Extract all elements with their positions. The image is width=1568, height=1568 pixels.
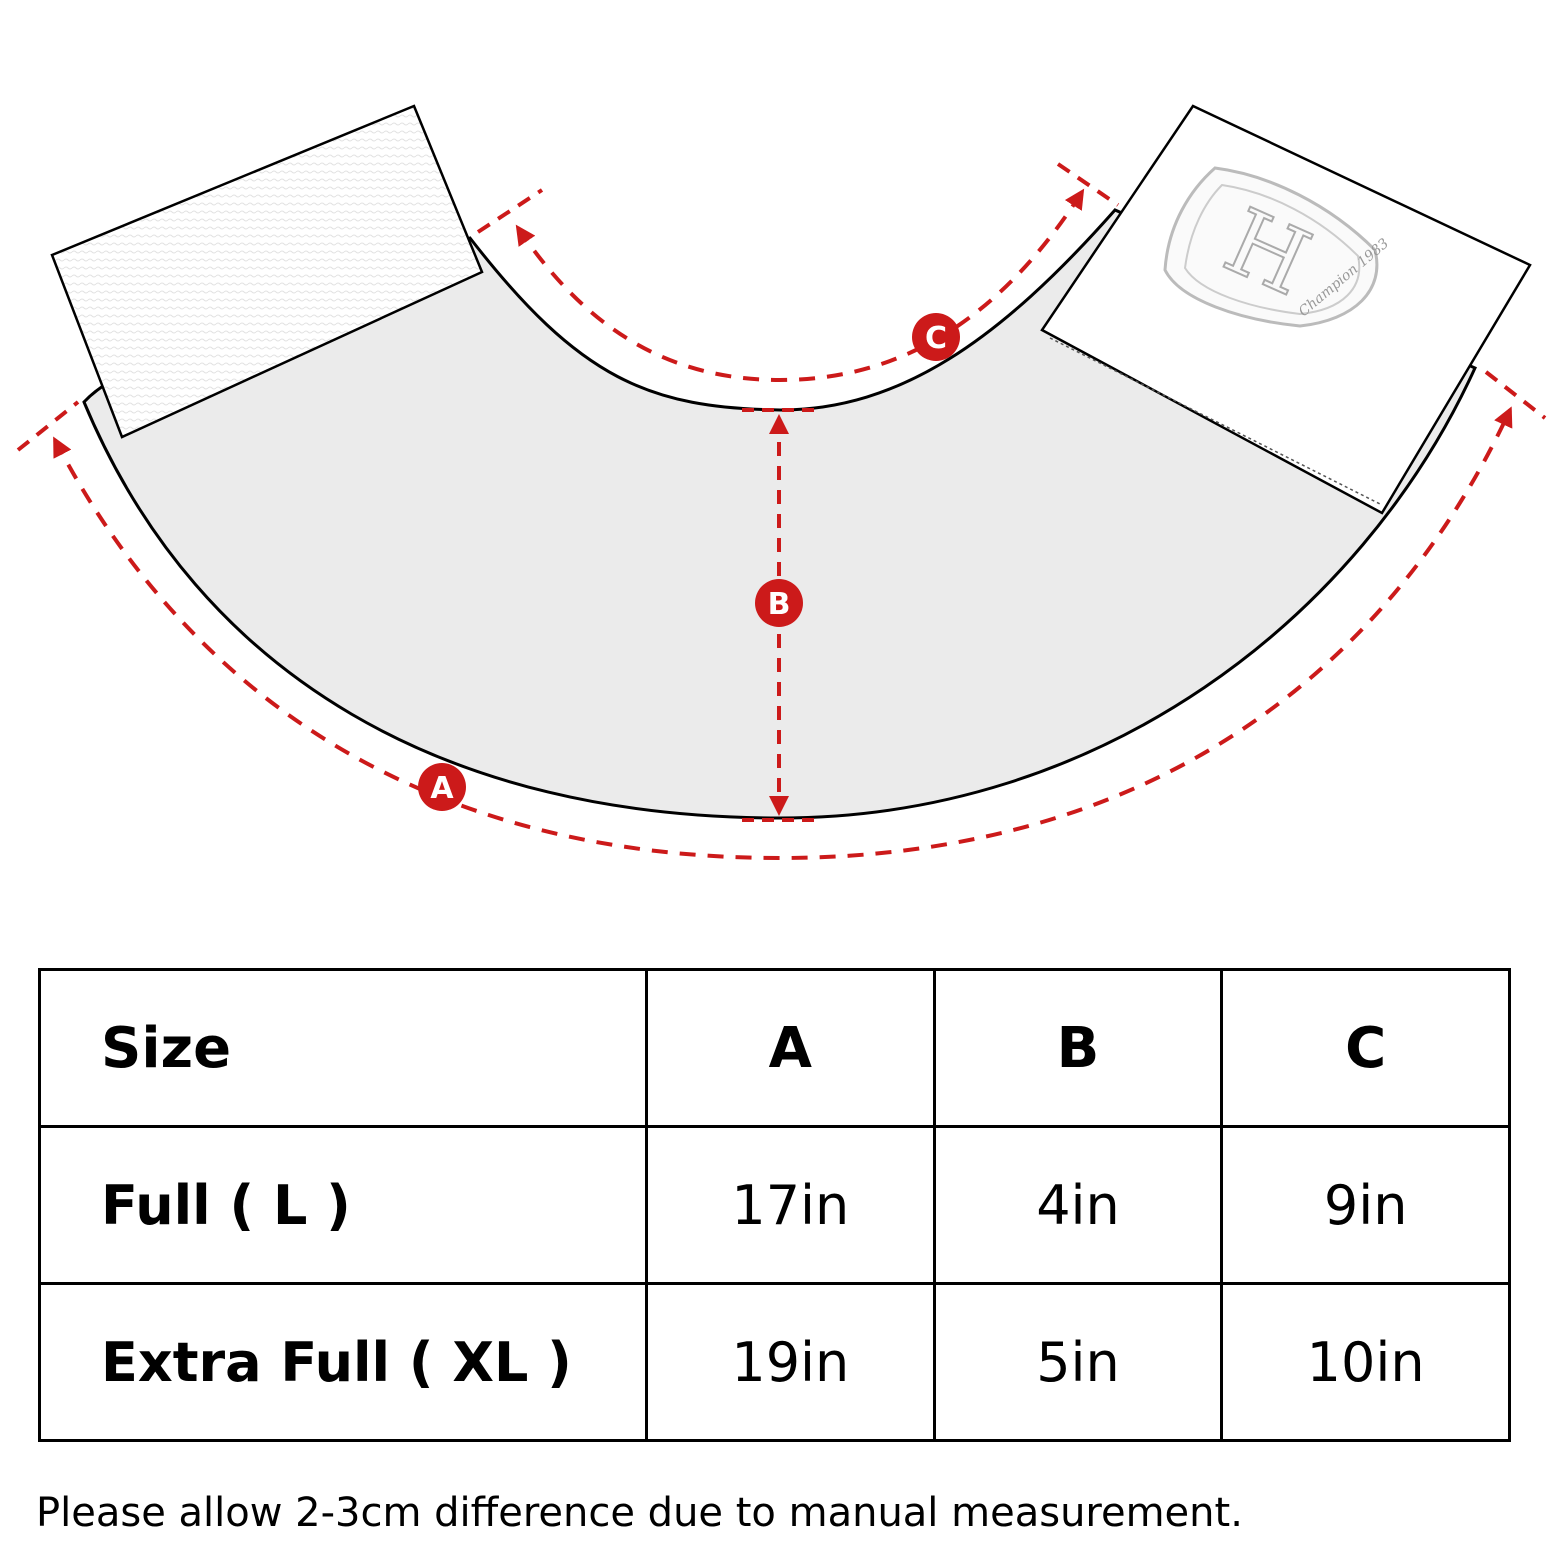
measurement-diagram: H Champion 1983 A B C [16, 104, 1547, 861]
marker-b-label: B [768, 587, 791, 622]
header-b: B [932, 968, 1224, 1128]
row-value-a: 17in [645, 1125, 936, 1285]
table-row: Full ( L ) 17in 4in 9in [38, 1125, 1511, 1285]
marker-b-badge [755, 579, 803, 627]
table-header-row: Size A B C [38, 968, 1511, 1128]
header-size: Size [38, 968, 648, 1128]
dimension-a: A [16, 370, 1547, 861]
dimension-c: C [476, 162, 1120, 383]
measurement-disclaimer: Please allow 2-3cm difference due to man… [36, 1490, 1243, 1536]
marker-c-badge [912, 313, 960, 361]
row-value-c: 10in [1220, 1282, 1511, 1442]
row-value-b: 4in [932, 1125, 1224, 1285]
marker-a-label: A [430, 771, 454, 806]
size-chart-table: Size A B C Full ( L ) 17in 4in 9in Extra… [38, 968, 1511, 1442]
velcro-strap-left [50, 104, 484, 439]
table-row: Extra Full ( XL ) 19in 5in 10in [38, 1282, 1511, 1442]
header-a: A [645, 968, 936, 1128]
marker-c-label: C [925, 321, 947, 356]
row-size-label: Full ( L ) [38, 1125, 648, 1285]
row-value-a: 19in [645, 1282, 936, 1442]
row-value-b: 5in [932, 1282, 1224, 1442]
row-value-c: 9in [1220, 1125, 1511, 1285]
dimension-b: B [742, 408, 816, 822]
row-size-label: Extra Full ( XL ) [38, 1282, 648, 1442]
marker-a-badge [418, 763, 466, 811]
header-c: C [1220, 968, 1511, 1128]
